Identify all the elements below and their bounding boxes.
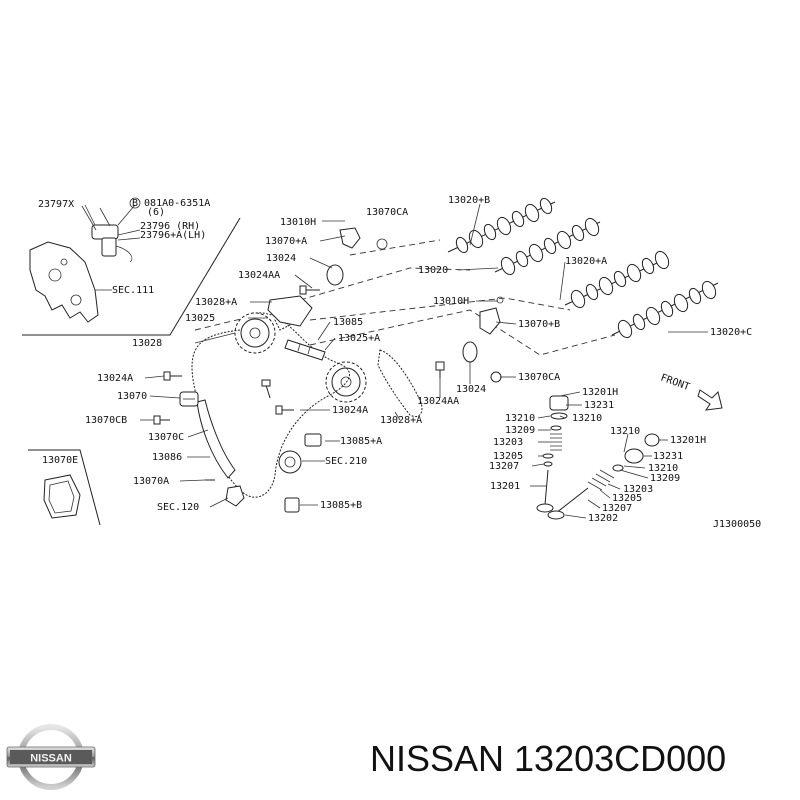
label-13201-a: 13201 xyxy=(490,481,520,492)
leader-lines xyxy=(84,203,708,519)
bolt-marker xyxy=(129,197,141,209)
label-13070ca-mid: 13070CA xyxy=(518,372,560,383)
label-13024a-mid: 13024A xyxy=(332,405,368,416)
label-13231-a: 13231 xyxy=(584,400,614,411)
reference-lines xyxy=(194,239,616,356)
camshaft-13020-b xyxy=(447,197,556,254)
inset-panel-gasket xyxy=(28,449,101,526)
label-13070ca-a: 13070CA xyxy=(366,207,408,218)
label-13210-b2: 13210 xyxy=(648,463,678,474)
label-13070a-top: 13070+A xyxy=(265,236,307,247)
label-13010h-a: 13010H xyxy=(280,217,316,228)
label-13020a: 13020+A xyxy=(565,256,607,267)
label-13024aa-mid: 13024AA xyxy=(417,396,459,407)
label-13085: 13085 xyxy=(333,317,363,328)
inset-panel-sensor xyxy=(22,205,241,336)
label-13028a-mid: 13028+A xyxy=(380,415,422,426)
label-13025: 13025 xyxy=(185,313,215,324)
bracket-13024-mid xyxy=(462,341,478,363)
part-labels: 23797X B 081A0-6351A (6) 23796 (RH) 2379… xyxy=(38,195,761,530)
label-081a0-6351a: B 081A0-6351A xyxy=(132,198,210,209)
label-13203-b: 13203 xyxy=(623,484,653,495)
valve-train-a xyxy=(536,395,569,513)
label-13209-b: 13209 xyxy=(650,473,680,484)
label-13024a-left: 13024A xyxy=(97,373,133,384)
front-arrow: FRONT xyxy=(659,372,723,411)
label-13025a: 13025+A xyxy=(338,333,380,344)
label-13070cb: 13070CB xyxy=(85,415,127,426)
cover-13028-a-top xyxy=(267,295,313,327)
valve-train-b xyxy=(547,433,660,520)
label-13202-b: 13202 xyxy=(588,513,618,524)
chain-guide-13086 xyxy=(196,399,236,479)
nissan-logo: NISSAN xyxy=(6,724,96,790)
label-13024-top: 13024 xyxy=(266,253,296,264)
tensioner-13085-a xyxy=(304,433,322,447)
label-sec210: SEC.210 xyxy=(325,456,367,467)
bracket-13024 xyxy=(326,264,344,286)
camshaft-13020 xyxy=(494,217,601,276)
camshaft-13020-c xyxy=(611,280,719,339)
label-sec120: SEC.120 xyxy=(157,502,199,513)
sprocket-13025-a xyxy=(325,361,367,403)
bolt-13024aa-top xyxy=(299,285,320,295)
label-23796-a: 23796+A(LH) xyxy=(140,230,206,241)
bolts-left xyxy=(153,371,294,481)
label-13203-a: 13203 xyxy=(493,437,523,448)
label-13020: 13020 xyxy=(418,265,448,276)
label-13010h-b: 13010H xyxy=(433,296,469,307)
label-13085a: 13085+A xyxy=(340,436,382,447)
label-13205-b: 13205 xyxy=(612,493,642,504)
label-13201h-b: 13201H xyxy=(670,435,706,446)
label-13231-b: 13231 xyxy=(653,451,683,462)
tensioner-13085 xyxy=(284,339,326,361)
label-qty-6: (6) xyxy=(147,207,165,218)
sprocket-sec210 xyxy=(278,450,302,474)
tensioner-13085-b xyxy=(284,497,300,513)
label-13070a-left: 13070A xyxy=(133,476,169,487)
label-13024-mid: 13024 xyxy=(456,384,486,395)
front-label: FRONT xyxy=(659,372,691,393)
label-13210-a2: 13210 xyxy=(572,413,602,424)
label-13070: 13070 xyxy=(117,391,147,402)
label-13020c: 13020+C xyxy=(710,327,752,338)
label-13024aa-top: 13024AA xyxy=(238,270,280,281)
label-13028: 13028 xyxy=(132,338,162,349)
cover-sec120 xyxy=(225,485,245,507)
label-13086: 13086 xyxy=(152,452,182,463)
label-13070b: 13070+B xyxy=(518,319,560,330)
logo-wordmark: NISSAN xyxy=(30,753,72,765)
label-23796: 23796 (RH) xyxy=(140,221,200,232)
label-13210-b1: 13210 xyxy=(610,426,640,437)
label-13028a-top: 13028+A xyxy=(195,297,237,308)
label-13070e: 13070E xyxy=(42,455,78,466)
sprocket-13025 xyxy=(234,312,276,354)
label-13210-a1: 13210 xyxy=(505,413,535,424)
diagram-code: J1300050 xyxy=(713,519,761,530)
label-13201h-a: 13201H xyxy=(582,387,618,398)
bolt-13024aa-mid xyxy=(435,361,445,378)
label-sec111: SEC.111 xyxy=(112,285,154,296)
washer-13070-ca-mid xyxy=(490,371,502,383)
label-13209-a: 13209 xyxy=(505,425,535,436)
camshaft-13020-a xyxy=(564,250,670,309)
tensioner-13070 xyxy=(179,391,199,407)
part-number-title: NISSAN 13203CD000 xyxy=(370,738,727,779)
label-13020b: 13020+B xyxy=(448,195,490,206)
label-13205-a: 13205 xyxy=(493,451,523,462)
label-13085b: 13085+B xyxy=(320,500,362,511)
label-13207-b: 13207 xyxy=(602,503,632,514)
label-13070c: 13070C xyxy=(148,432,184,443)
bracket-13070-b xyxy=(479,296,504,335)
label-13207-a: 13207 xyxy=(489,461,519,472)
label-23797x: 23797X xyxy=(38,199,74,210)
bracket-13070-ca xyxy=(339,227,388,250)
